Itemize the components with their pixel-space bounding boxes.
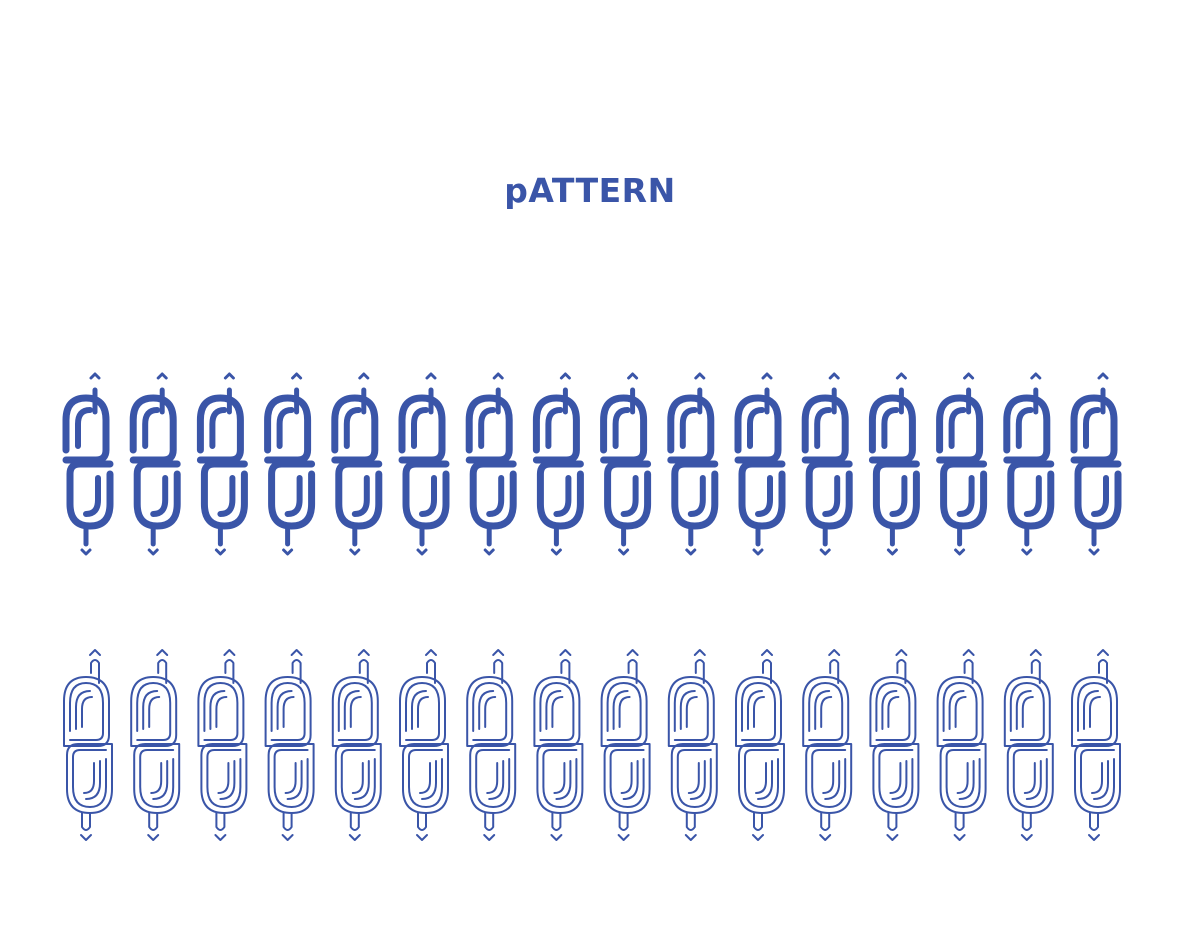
filled-band-motif (1074, 374, 1118, 554)
outline-band-motif (533, 649, 584, 841)
filled-band-motif (200, 374, 244, 554)
outline-band-motif (331, 649, 382, 841)
filled-band-motif (469, 374, 513, 554)
outline-band-motif (936, 649, 987, 841)
filled-pattern-band (66, 374, 1118, 554)
filled-band-motif (805, 374, 849, 554)
outline-band-motif (197, 649, 248, 841)
outline-band-motif (869, 649, 920, 841)
filled-band-motif (872, 374, 916, 554)
outline-band-motif (399, 649, 449, 841)
filled-band-motif (671, 374, 715, 554)
outline-band-motif (1003, 649, 1054, 841)
outline-band-motif (63, 649, 113, 841)
filled-band-motif (66, 374, 110, 554)
outline-band-motif (735, 649, 785, 841)
filled-band-motif (940, 374, 984, 554)
filled-band-motif (738, 374, 782, 554)
filled-band-motif (1007, 374, 1051, 554)
outline-band-motif (1071, 649, 1121, 841)
filled-band-motif (402, 374, 446, 554)
page-title: pATTERN (504, 171, 676, 210)
outline-band-motif (130, 649, 181, 841)
filled-band-motif (536, 374, 580, 554)
filled-band-motif (335, 374, 379, 554)
outline-band-motif (264, 649, 315, 841)
outline-band-motif (667, 649, 718, 841)
outline-band-motif (466, 649, 517, 841)
filled-band-motif (604, 374, 648, 554)
filled-band-motif (268, 374, 312, 554)
outline-band-motif (802, 649, 853, 841)
outline-pattern-band (63, 649, 1121, 841)
outline-band-motif (600, 649, 651, 841)
filled-band-motif (133, 374, 177, 554)
